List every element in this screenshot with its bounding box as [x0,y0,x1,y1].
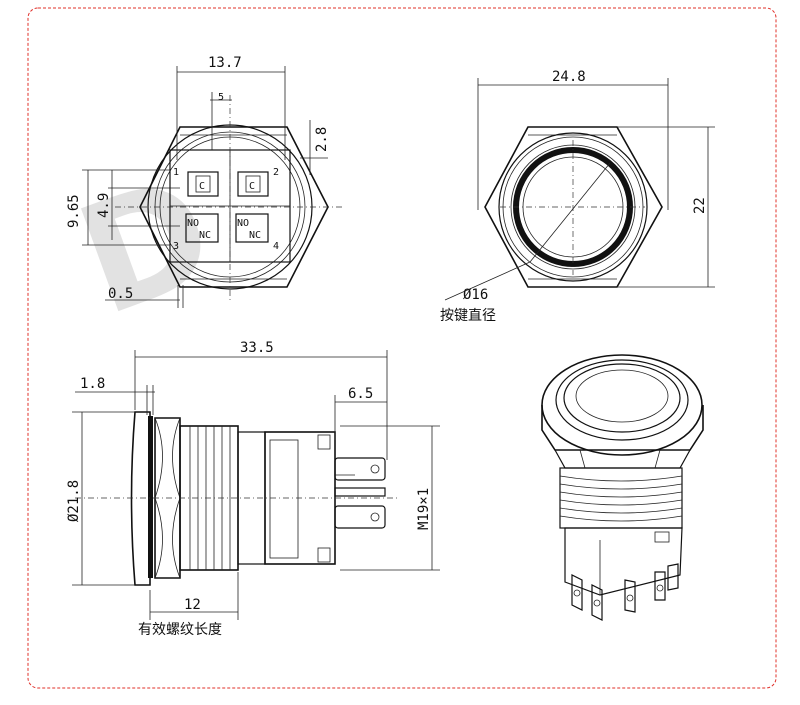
iso-thread-body [559,467,683,529]
terminal-c-right: C [237,171,269,197]
dim-front-0-5: 0.5 [108,286,133,302]
isometric-view [541,354,704,621]
pin-label-1: 1 [173,167,179,178]
pin-label-4: 4 [273,241,279,252]
dim-front-2-8: 2.8 [314,127,330,152]
side-head-cap [130,411,151,586]
side-view: 33.5 1.8 6.5 Ø21.8 M19×1 12 有效螺纹长度 [66,340,440,638]
drawing-frame [27,7,777,689]
dim-side-head: 1.8 [80,376,105,392]
pin-label-3: 3 [173,241,179,252]
dim-button-diameter: Ø16 [463,287,488,303]
svg-text:NC: NC [249,230,261,241]
dim-front-4-9: 4.9 [96,193,112,218]
svg-text:NC: NC [199,230,211,241]
dim-side-total-length: 33.5 [240,340,274,356]
button-diameter-caption: 按键直径 [440,307,496,324]
dim-side-terminal: 6.5 [348,386,373,402]
side-seal-ring [148,416,153,578]
dim-button-height: 22 [692,197,708,214]
button-face-view: Ø16 按键直径 24.8 22 [440,69,715,324]
dim-button-width: 24.8 [552,69,586,85]
terminal-c-left: C [187,171,219,197]
iso-switch-housing [564,527,683,596]
dim-side-thread-length: 12 [184,597,201,613]
side-terminals [334,457,386,529]
pin-label-2: 2 [273,167,279,178]
svg-text:C: C [199,181,205,192]
front-view: D C C NO NC [58,55,345,350]
dim-front-top-small: 5 [218,92,224,103]
dim-side-thread: M19×1 [416,488,432,530]
svg-text:C: C [249,181,255,192]
dim-side-diameter: Ø21.8 [66,480,82,522]
iso-terminals [571,563,679,621]
watermark: D [58,144,235,350]
terminal-no-nc-left: NO NC [185,213,219,243]
svg-text:NO: NO [187,218,199,229]
svg-text:NO: NO [237,218,249,229]
dim-front-9-65: 9.65 [66,194,82,228]
terminal-no-nc-right: NO NC [235,213,269,243]
hex-nut-outline [139,126,329,288]
dim-front-width: 13.7 [208,55,242,71]
thread-length-caption: 有效螺纹长度 [138,622,222,638]
